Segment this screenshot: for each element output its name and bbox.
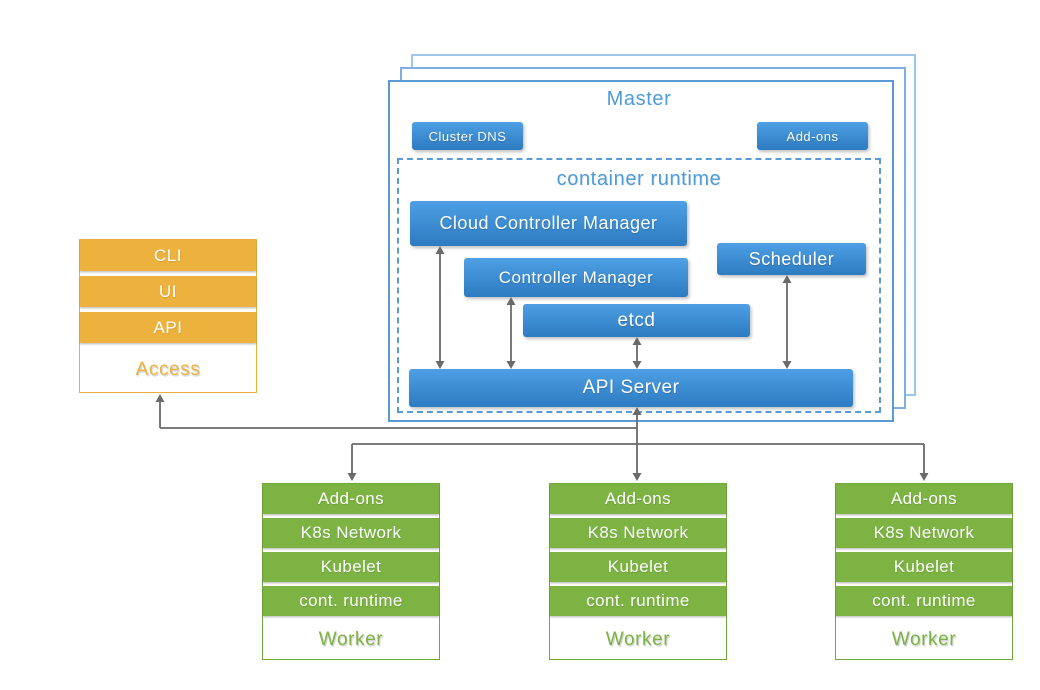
- worker2-row-kubelet: Kubelet: [550, 552, 726, 582]
- master-title: Master: [606, 88, 672, 110]
- cloud-controller-manager-box: Cloud Controller Manager: [410, 201, 687, 246]
- worker-node-2: Add-ons K8s Network Kubelet cont. runtim…: [549, 483, 727, 660]
- access-row-ui: UI: [80, 276, 256, 307]
- worker2-label: Worker: [550, 620, 726, 659]
- access-row-api: API: [80, 312, 256, 343]
- access-row-cli: CLI: [80, 240, 256, 271]
- worker1-row-k8s-network: K8s Network: [263, 518, 439, 548]
- worker3-row-k8s-network: K8s Network: [836, 518, 1012, 548]
- worker3-row-cont-runtime: cont. runtime: [836, 586, 1012, 616]
- controller-manager-box: Controller Manager: [464, 258, 688, 297]
- worker1-row-cont-runtime: cont. runtime: [263, 586, 439, 616]
- scheduler-box: Scheduler: [717, 243, 866, 275]
- worker-node-3: Add-ons K8s Network Kubelet cont. runtim…: [835, 483, 1013, 660]
- access-label: Access: [80, 348, 256, 392]
- worker2-row-k8s-network: K8s Network: [550, 518, 726, 548]
- worker2-row-cont-runtime: cont. runtime: [550, 586, 726, 616]
- cluster-dns-box: Cluster DNS: [412, 122, 523, 150]
- worker-node-1: Add-ons K8s Network Kubelet cont. runtim…: [262, 483, 440, 660]
- worker3-row-kubelet: Kubelet: [836, 552, 1012, 582]
- api-server-box: API Server: [409, 369, 853, 407]
- worker3-row-addons: Add-ons: [836, 484, 1012, 514]
- worker1-label: Worker: [263, 620, 439, 659]
- access-stack: CLI UI API Access: [79, 239, 257, 393]
- worker1-row-addons: Add-ons: [263, 484, 439, 514]
- worker2-row-addons: Add-ons: [550, 484, 726, 514]
- worker3-label: Worker: [836, 620, 1012, 659]
- master-addons-box: Add-ons: [757, 122, 868, 150]
- worker1-row-kubelet: Kubelet: [263, 552, 439, 582]
- etcd-box: etcd: [523, 304, 750, 337]
- arrow-branch-workers: [347, 443, 929, 481]
- container-runtime-label: container runtime: [556, 168, 722, 190]
